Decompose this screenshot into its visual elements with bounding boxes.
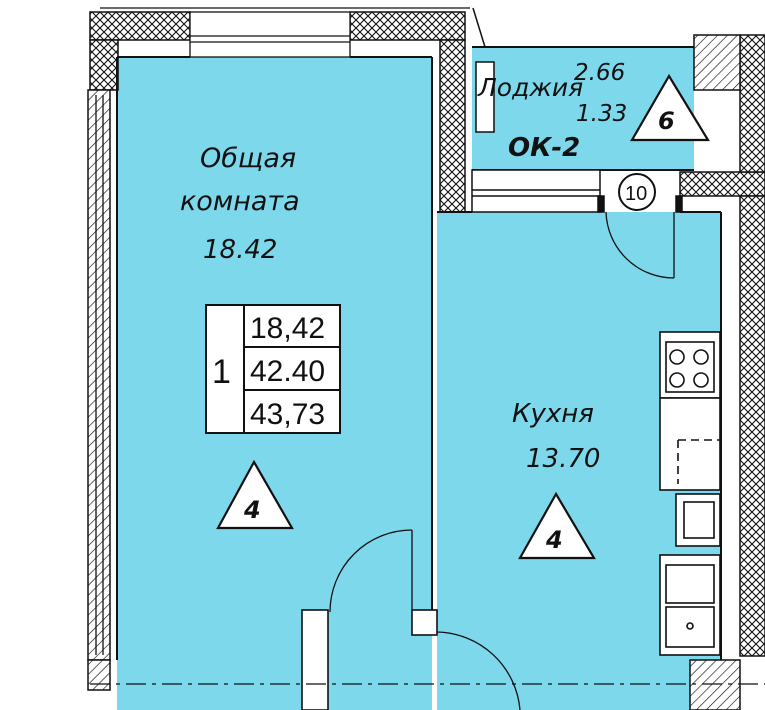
window-label: ОК-2 [508, 133, 580, 163]
kitchen-area-label: 13.70 [526, 444, 600, 474]
door-swing-living [301, 529, 438, 710]
stove [659, 331, 721, 399]
triangle-kitchen: 4 [518, 491, 596, 560]
wall-kitchen-top [679, 171, 765, 197]
loggia-area-full: 2.66 [574, 60, 625, 86]
living-area-value: 18,42 [250, 312, 325, 345]
triangle-living-label: 4 [243, 496, 261, 524]
wall-left-bottom [87, 659, 111, 691]
triangle-loggia: 6 [630, 73, 710, 142]
living-room-area-label: 18.42 [203, 235, 277, 265]
column-bottom-right [689, 659, 741, 710]
balcony-door [471, 169, 683, 213]
door-marker-label: 10 [625, 183, 647, 205]
triangle-living: 4 [216, 459, 294, 530]
door-marker-circle: 10 [618, 173, 656, 211]
door-swing-kitchen [436, 631, 521, 710]
door-swing-loggia [605, 211, 675, 279]
total-area-value: 42.40 [250, 355, 325, 388]
sink [659, 554, 721, 656]
total-with-loggia-value: 43,73 [250, 398, 325, 431]
living-room-name-line1: Общая [200, 143, 296, 174]
wall-left [87, 89, 111, 661]
living-room-name-line2: комната [180, 186, 300, 217]
loggia-railing [472, 7, 688, 133]
loggia-column [693, 34, 741, 91]
wall-top-left [89, 11, 191, 41]
wall-right-top [739, 34, 765, 173]
window-left [95, 95, 104, 655]
wall-center-vertical [439, 39, 466, 213]
cabinet [675, 493, 721, 547]
rooms-count: 1 [212, 353, 231, 391]
wall-left-top [89, 39, 119, 91]
wall-right [739, 195, 765, 657]
loggia-name: Лоджия [477, 73, 583, 102]
apartment-info-box [205, 304, 341, 434]
window-top [100, 7, 470, 58]
kitchen-name: Кухня [512, 399, 594, 429]
loggia-area-reduced: 1.33 [576, 101, 627, 127]
fridge [659, 397, 722, 491]
triangle-loggia-label: 6 [658, 107, 675, 135]
wall-top-right [349, 11, 466, 41]
triangle-kitchen-label: 4 [545, 526, 563, 554]
